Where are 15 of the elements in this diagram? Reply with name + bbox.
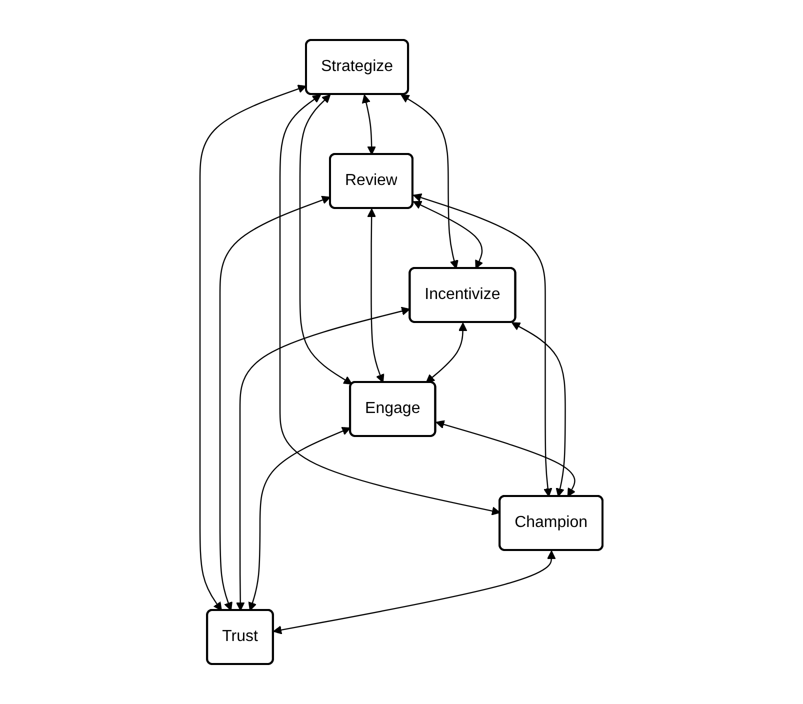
arrow bbox=[248, 426, 351, 611]
arrow bbox=[436, 420, 576, 497]
arrow bbox=[220, 196, 331, 611]
arrow bbox=[273, 550, 556, 634]
arrow bbox=[413, 200, 484, 269]
arrow bbox=[512, 322, 566, 497]
arrow bbox=[426, 322, 468, 383]
arrow bbox=[280, 94, 501, 516]
arrow bbox=[413, 193, 552, 497]
arrow bbox=[300, 94, 353, 384]
arrow bbox=[236, 306, 410, 611]
arrow bbox=[362, 94, 376, 155]
arrow bbox=[400, 94, 459, 269]
arrow bbox=[200, 84, 307, 611]
arrow bbox=[367, 208, 384, 383]
